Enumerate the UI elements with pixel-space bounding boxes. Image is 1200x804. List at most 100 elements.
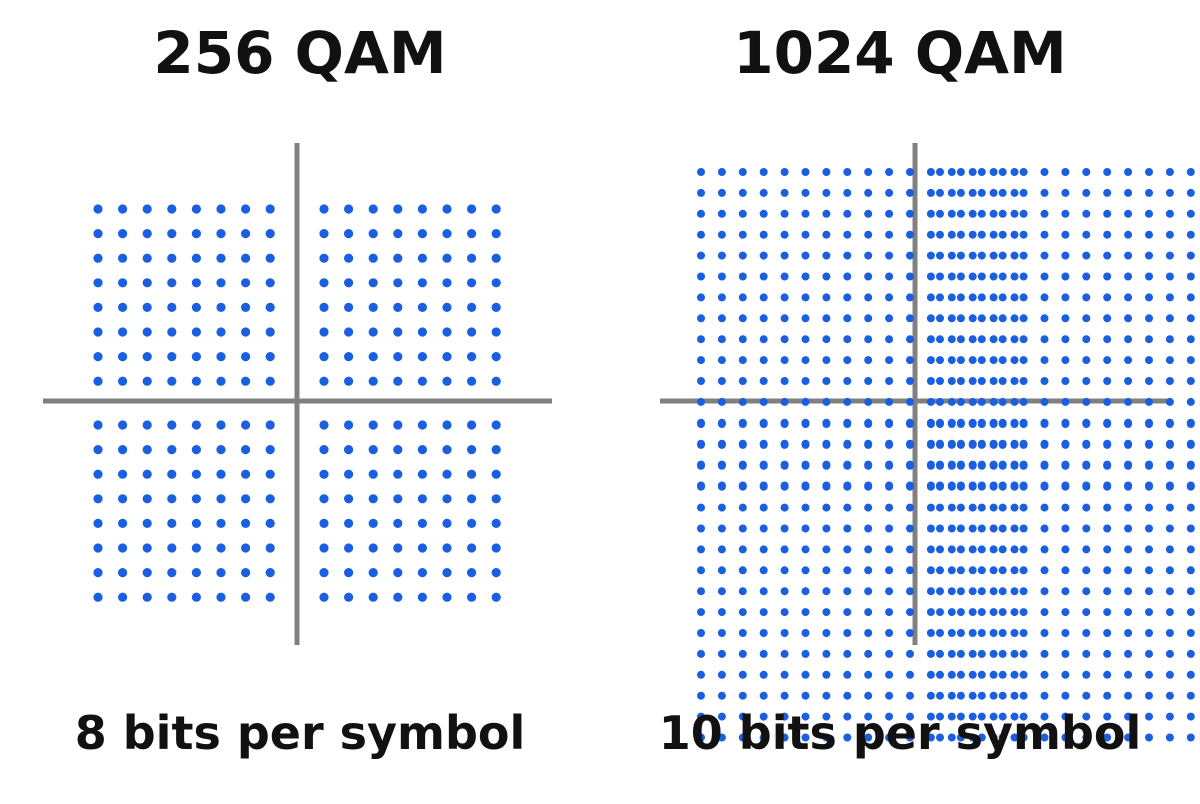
constellation-point <box>947 397 956 406</box>
constellation-point <box>864 293 873 302</box>
constellation-point <box>1145 566 1153 575</box>
constellation-point <box>697 293 705 302</box>
constellation-point <box>93 568 103 578</box>
constellation-point <box>977 397 986 406</box>
constellation-point <box>998 293 1007 302</box>
constellation-point <box>344 204 354 214</box>
constellation-point <box>717 356 726 365</box>
constellation-point <box>1010 691 1019 700</box>
constellation-point <box>738 335 747 344</box>
constellation-point <box>864 524 873 533</box>
constellation-point <box>968 587 977 596</box>
constellation-point <box>142 420 152 430</box>
constellation-point <box>1040 566 1049 575</box>
constellation-point <box>977 545 986 554</box>
constellation-point <box>801 251 810 260</box>
constellation-point <box>759 524 768 533</box>
constellation-point <box>822 440 831 449</box>
constellation-point <box>467 445 477 455</box>
constellation-point <box>885 335 894 344</box>
constellation-point <box>1186 335 1195 344</box>
constellation-point <box>998 733 1007 742</box>
constellation-point <box>843 482 852 491</box>
constellation-point <box>936 335 944 344</box>
constellation-point <box>319 592 329 602</box>
constellation-point <box>241 229 251 239</box>
constellation-point <box>1103 230 1112 239</box>
constellation-point <box>1124 670 1133 679</box>
constellation-point <box>1186 670 1195 679</box>
constellation-point <box>1124 545 1133 554</box>
constellation-point <box>956 293 965 302</box>
constellation-point <box>936 545 944 554</box>
constellation-point <box>1082 293 1091 302</box>
constellation-point <box>1145 293 1153 302</box>
constellation-point <box>1186 587 1195 596</box>
constellation-point <box>1082 670 1091 679</box>
constellation-point <box>968 545 977 554</box>
constellation-point <box>393 469 403 479</box>
constellation-point <box>216 494 226 504</box>
constellation-point <box>1103 168 1112 176</box>
constellation-point <box>191 592 201 602</box>
constellation-point <box>467 278 477 288</box>
constellation-point <box>780 545 789 554</box>
constellation-point <box>442 445 452 455</box>
constellation-point <box>780 670 789 679</box>
constellation-point <box>1186 524 1195 533</box>
constellation-point <box>780 209 789 218</box>
constellation-point <box>843 691 852 700</box>
constellation-point <box>1165 440 1174 449</box>
constellation-point <box>491 518 501 529</box>
constellation-point <box>947 712 956 721</box>
constellation-point <box>843 733 852 742</box>
constellation-point <box>989 733 998 742</box>
constellation-point <box>998 188 1007 197</box>
constellation-point <box>956 691 965 700</box>
constellation-point <box>864 168 873 176</box>
constellation-point <box>885 649 894 658</box>
constellation-point <box>467 568 477 578</box>
constellation-point <box>1019 397 1028 406</box>
constellation-point <box>118 494 128 504</box>
constellation-point <box>1082 272 1091 281</box>
constellation-point <box>491 445 501 455</box>
constellation-point <box>956 272 965 281</box>
constellation-point <box>368 469 378 479</box>
constellation-point <box>801 733 810 742</box>
constellation-point <box>216 302 226 312</box>
constellation-point <box>1103 209 1112 218</box>
constellation-point <box>93 543 103 553</box>
constellation-point <box>697 251 705 260</box>
constellation-point <box>998 566 1007 575</box>
constellation-point <box>843 397 852 406</box>
constellation-point <box>822 629 831 637</box>
constellation-point <box>191 445 201 455</box>
constellation-point <box>968 251 977 260</box>
constellation-point <box>697 649 705 658</box>
constellation-point <box>319 469 329 479</box>
constellation-point <box>947 608 956 617</box>
constellation-point <box>1082 397 1091 406</box>
constellation-point <box>956 712 965 721</box>
constellation-point <box>864 335 873 344</box>
constellation-point <box>241 278 251 288</box>
constellation-point <box>1040 397 1049 406</box>
constellation-point <box>1082 503 1091 512</box>
constellation-point <box>906 629 914 637</box>
constellation-point <box>697 230 705 239</box>
constellation-point <box>319 420 329 430</box>
constellation-point <box>118 469 128 479</box>
constellation-point <box>956 230 965 239</box>
constellation-point <box>956 733 965 742</box>
constellation-point <box>1165 608 1174 617</box>
constellation-point <box>936 377 944 385</box>
constellation-point <box>417 494 427 504</box>
constellation-point <box>947 314 956 323</box>
constellation-point <box>1061 503 1070 512</box>
constellation-point <box>1145 420 1153 428</box>
constellation-point <box>1145 377 1153 385</box>
constellation-point <box>467 327 477 337</box>
constellation-point <box>936 272 944 281</box>
constellation-point <box>442 327 452 337</box>
